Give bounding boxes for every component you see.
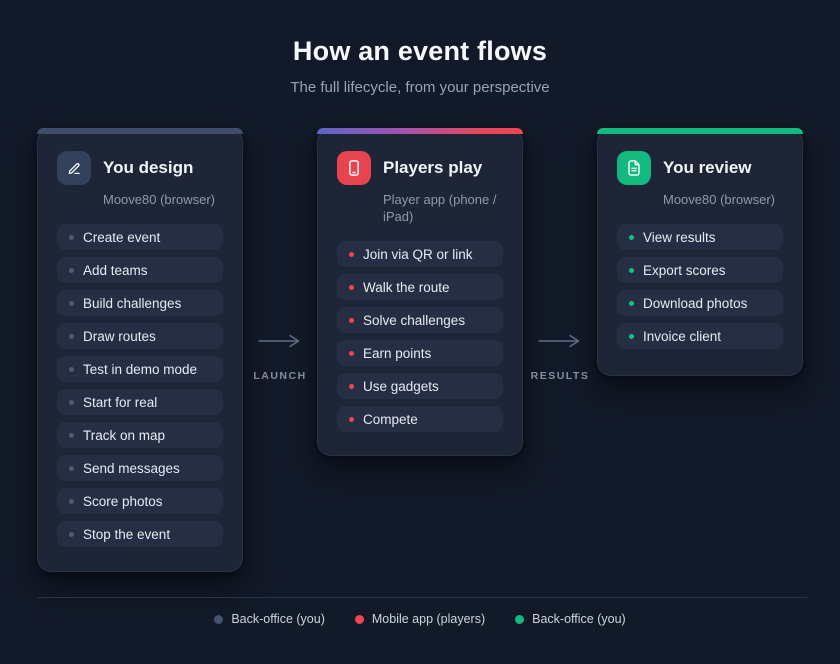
bullet-dot xyxy=(629,234,634,240)
list-item: Earn points xyxy=(337,340,503,366)
list-item-label: Send messages xyxy=(83,460,180,476)
arrow-right-icon xyxy=(258,334,300,348)
list-item-label: Track on map xyxy=(83,427,166,443)
document-icon xyxy=(617,151,651,185)
list-item: Solve challenges xyxy=(337,307,503,333)
list-item-label: View results xyxy=(643,229,716,245)
bullet-dot xyxy=(349,416,354,422)
list-item: Test in demo mode xyxy=(57,356,223,382)
card-subtitle: Player app (phone / iPad) xyxy=(383,192,497,224)
list-item-label: Stop the event xyxy=(83,526,171,542)
card-title: Players play xyxy=(383,158,483,177)
list-item: Join via QR or link xyxy=(337,241,503,267)
legend-dot xyxy=(354,614,364,624)
list-item-label: Export scores xyxy=(643,262,726,278)
card-players-play: Players play Player app (phone / iPad) J… xyxy=(317,128,523,456)
legend-label: Back-office (you) xyxy=(532,612,626,626)
list-item-label: Earn points xyxy=(363,345,432,361)
list-item: Score photos xyxy=(57,488,223,514)
bullet-dot xyxy=(349,251,354,257)
bullet-dot xyxy=(69,300,74,306)
list-item-label: Score photos xyxy=(83,493,163,509)
arrow-right-icon xyxy=(538,334,580,348)
list-item: Use gadgets xyxy=(337,373,503,399)
page-subtitle: The full lifecycle, from your perspectiv… xyxy=(290,79,550,96)
list-item-label: Draw routes xyxy=(83,328,156,344)
card-subtitle: Moove80 (browser) xyxy=(663,192,775,207)
list-item-label: Build challenges xyxy=(83,295,182,311)
legend: Back-office (you) Mobile app (players) B… xyxy=(0,612,840,626)
list-item: Stop the event xyxy=(57,521,223,547)
legend-dot xyxy=(515,614,525,624)
list-item-label: Start for real xyxy=(83,394,158,410)
connector-label: RESULTS xyxy=(530,370,590,382)
list-item: View results xyxy=(617,224,783,250)
bullet-dot xyxy=(69,234,74,240)
card-accent-bar xyxy=(597,128,803,134)
bullet-dot xyxy=(629,300,634,306)
list-item: Send messages xyxy=(57,455,223,481)
list-item-label: Test in demo mode xyxy=(83,361,198,377)
list-item: Start for real xyxy=(57,389,223,415)
list-item-label: Use gadgets xyxy=(363,378,439,394)
list-item: Invoice client xyxy=(617,323,783,349)
bullet-dot xyxy=(349,383,354,389)
list-item-label: Join via QR or link xyxy=(363,246,473,262)
bullet-dot xyxy=(349,350,354,356)
legend-item: Back-office (you) xyxy=(515,612,626,626)
bullet-dot xyxy=(349,284,354,290)
bullet-dot xyxy=(69,399,74,405)
bullet-dot xyxy=(69,267,74,273)
list-item: Add teams xyxy=(57,257,223,283)
bullet-dot xyxy=(69,531,74,537)
connector-results: RESULTS xyxy=(520,333,600,382)
bullet-dot xyxy=(69,366,74,372)
bullet-dot xyxy=(69,432,74,438)
card-accent-bar xyxy=(37,128,243,134)
bullet-dot xyxy=(69,465,74,471)
legend-dot xyxy=(214,614,224,624)
list-item-label: Download photos xyxy=(643,295,748,311)
list-item-label: Add teams xyxy=(83,262,148,278)
list-item: Build challenges xyxy=(57,290,223,316)
list-item: Create event xyxy=(57,224,223,250)
list-item: Track on map xyxy=(57,422,223,448)
bullet-dot xyxy=(349,317,354,323)
legend-item: Mobile app (players) xyxy=(354,612,486,626)
bullet-dot xyxy=(629,333,634,339)
list-item: Export scores xyxy=(617,257,783,283)
list-item-label: Invoice client xyxy=(643,328,722,344)
card-you-review: You review Moove80 (browser) View result… xyxy=(597,128,803,376)
card-title: You review xyxy=(663,158,752,177)
bullet-dot xyxy=(69,333,74,339)
list-item: Draw routes xyxy=(57,323,223,349)
list-item-label: Create event xyxy=(83,229,161,245)
connector-launch: LAUNCH xyxy=(240,333,320,382)
bullet-dot xyxy=(629,267,634,273)
pencil-icon xyxy=(57,151,91,185)
divider xyxy=(37,597,807,598)
connector-label: LAUNCH xyxy=(253,370,307,382)
list-item-label: Compete xyxy=(363,411,418,427)
list-item: Compete xyxy=(337,406,503,432)
card-title: You design xyxy=(103,158,194,177)
card-subtitle: Moove80 (browser) xyxy=(103,192,215,207)
page-title: How an event flows xyxy=(292,36,548,66)
list-item: Walk the route xyxy=(337,274,503,300)
card-accent-bar xyxy=(317,128,523,134)
phone-icon xyxy=(337,151,371,185)
list-item: Download photos xyxy=(617,290,783,316)
list-item-label: Solve challenges xyxy=(363,312,466,328)
list-item-label: Walk the route xyxy=(363,279,450,295)
legend-item: Back-office (you) xyxy=(214,612,325,626)
card-you-design: You design Moove80 (browser) Create even… xyxy=(37,128,243,572)
legend-label: Mobile app (players) xyxy=(371,612,486,626)
bullet-dot xyxy=(69,498,74,504)
legend-label: Back-office (you) xyxy=(231,612,325,626)
